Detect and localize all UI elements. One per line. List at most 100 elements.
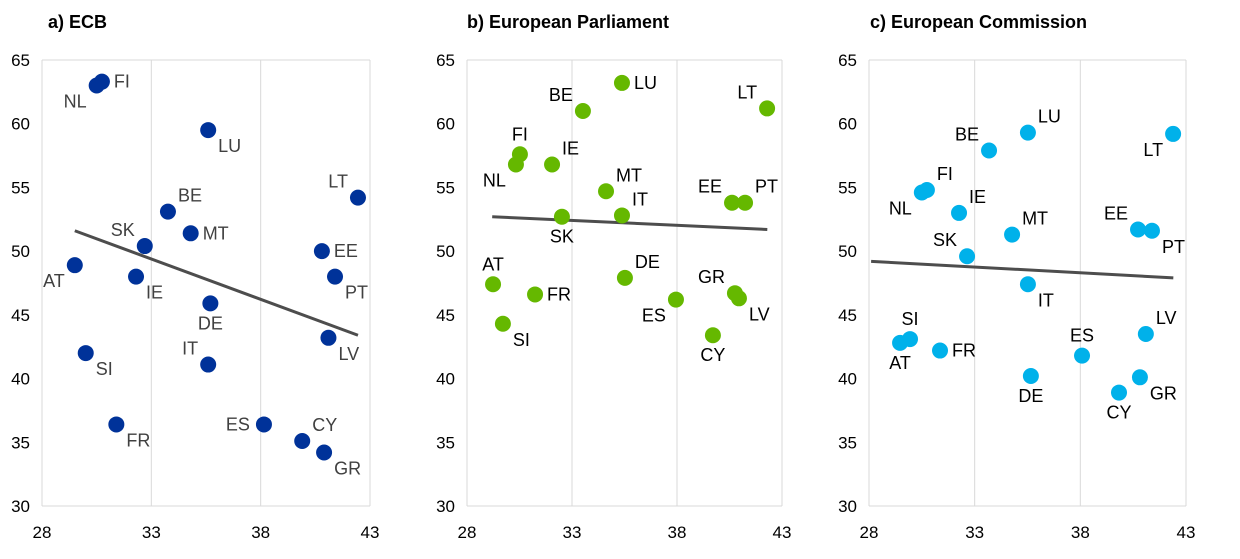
y-tick-label: 65 (838, 51, 857, 70)
data-point-de (616, 269, 633, 286)
data-label: SK (933, 230, 957, 250)
data-point-mt (598, 183, 615, 200)
x-tick-label: 28 (860, 523, 879, 542)
data-point-ie (128, 268, 145, 285)
data-label: SI (901, 309, 918, 329)
x-tick-label: 43 (361, 523, 380, 542)
data-label: CY (312, 415, 337, 435)
data-point-de (202, 295, 219, 312)
data-label: DE (1018, 386, 1043, 406)
data-label: BE (955, 124, 979, 144)
data-point-es (667, 291, 684, 308)
data-label: CY (700, 345, 725, 365)
data-point-it (1019, 276, 1036, 293)
data-point-sk (553, 208, 570, 225)
data-label: FI (114, 72, 130, 92)
data-label: EE (698, 177, 722, 197)
y-tick-label: 50 (11, 242, 30, 261)
data-point-lt (1165, 125, 1182, 142)
data-label: IT (1038, 290, 1054, 310)
data-label: ES (226, 414, 250, 434)
data-label: BE (178, 186, 202, 206)
y-tick-label: 55 (838, 178, 857, 197)
y-tick-label: 45 (436, 306, 455, 325)
y-tick-label: 45 (11, 306, 30, 325)
data-label: DE (635, 252, 660, 272)
data-point-ee (724, 194, 741, 211)
x-tick-label: 33 (965, 523, 984, 542)
data-point-lu (613, 74, 630, 91)
trend-line (74, 229, 359, 337)
data-label: LV (338, 344, 359, 364)
x-tick-label: 43 (1177, 523, 1196, 542)
data-label: DE (198, 313, 223, 333)
data-label: LT (328, 172, 348, 192)
data-point-cy (1111, 384, 1128, 401)
y-tick-label: 40 (838, 370, 857, 389)
y-tick-label: 35 (11, 433, 30, 452)
data-label: GR (698, 267, 725, 287)
data-point-gr (316, 444, 333, 461)
y-tick-label: 60 (11, 115, 30, 134)
y-tick-label: 30 (11, 497, 30, 516)
data-point-es (255, 416, 272, 433)
x-tick-label: 33 (142, 523, 161, 542)
data-point-si (494, 315, 511, 332)
x-tick-label: 28 (458, 523, 477, 542)
y-tick-label: 55 (436, 178, 455, 197)
data-point-lu (200, 122, 217, 139)
data-point-ie (544, 156, 561, 173)
data-point-pt (737, 194, 754, 211)
data-label: LT (737, 82, 757, 102)
data-label: MT (616, 165, 642, 185)
data-label: IE (562, 138, 579, 158)
y-tick-label: 50 (436, 242, 455, 261)
data-label: NL (889, 199, 912, 219)
y-tick-label: 35 (436, 433, 455, 452)
data-label: NL (64, 91, 87, 111)
y-tick-label: 50 (838, 242, 857, 261)
data-point-si (77, 345, 94, 362)
data-point-ee (1130, 221, 1147, 238)
data-label: FR (126, 430, 150, 450)
data-label: GR (334, 458, 361, 478)
data-label: FR (952, 341, 976, 361)
data-label: ES (1070, 326, 1094, 346)
y-tick-label: 40 (436, 370, 455, 389)
data-point-ee (313, 243, 330, 260)
data-label: MT (1022, 209, 1048, 229)
data-label: EE (334, 241, 358, 261)
data-point-cy (704, 327, 721, 344)
y-tick-label: 60 (838, 115, 857, 134)
data-label: FI (512, 124, 528, 144)
y-tick-label: 30 (838, 497, 857, 516)
data-label: SK (111, 220, 135, 240)
data-point-pt (327, 268, 344, 285)
data-label: MT (203, 223, 229, 243)
data-label: SK (550, 227, 574, 247)
data-point-be (159, 203, 176, 220)
data-label: LU (218, 136, 241, 156)
data-point-lu (1019, 124, 1036, 141)
data-label: FI (937, 164, 953, 184)
chart-title: b) European Parliament (467, 12, 669, 32)
data-point-gr (1131, 369, 1148, 386)
data-point-lt (349, 189, 366, 206)
data-label: PT (755, 177, 778, 197)
data-label: ES (642, 306, 666, 326)
data-label: SI (96, 359, 113, 379)
data-label: LV (1156, 308, 1177, 328)
data-point-mt (1004, 226, 1021, 243)
data-label: IT (632, 189, 648, 209)
data-label: LV (749, 304, 770, 324)
data-label: SI (513, 330, 530, 350)
y-tick-label: 65 (436, 51, 455, 70)
data-point-mt (182, 225, 199, 242)
data-point-si (901, 331, 918, 348)
y-tick-label: 35 (838, 433, 857, 452)
data-point-sk (136, 238, 153, 255)
data-point-it (200, 356, 217, 373)
